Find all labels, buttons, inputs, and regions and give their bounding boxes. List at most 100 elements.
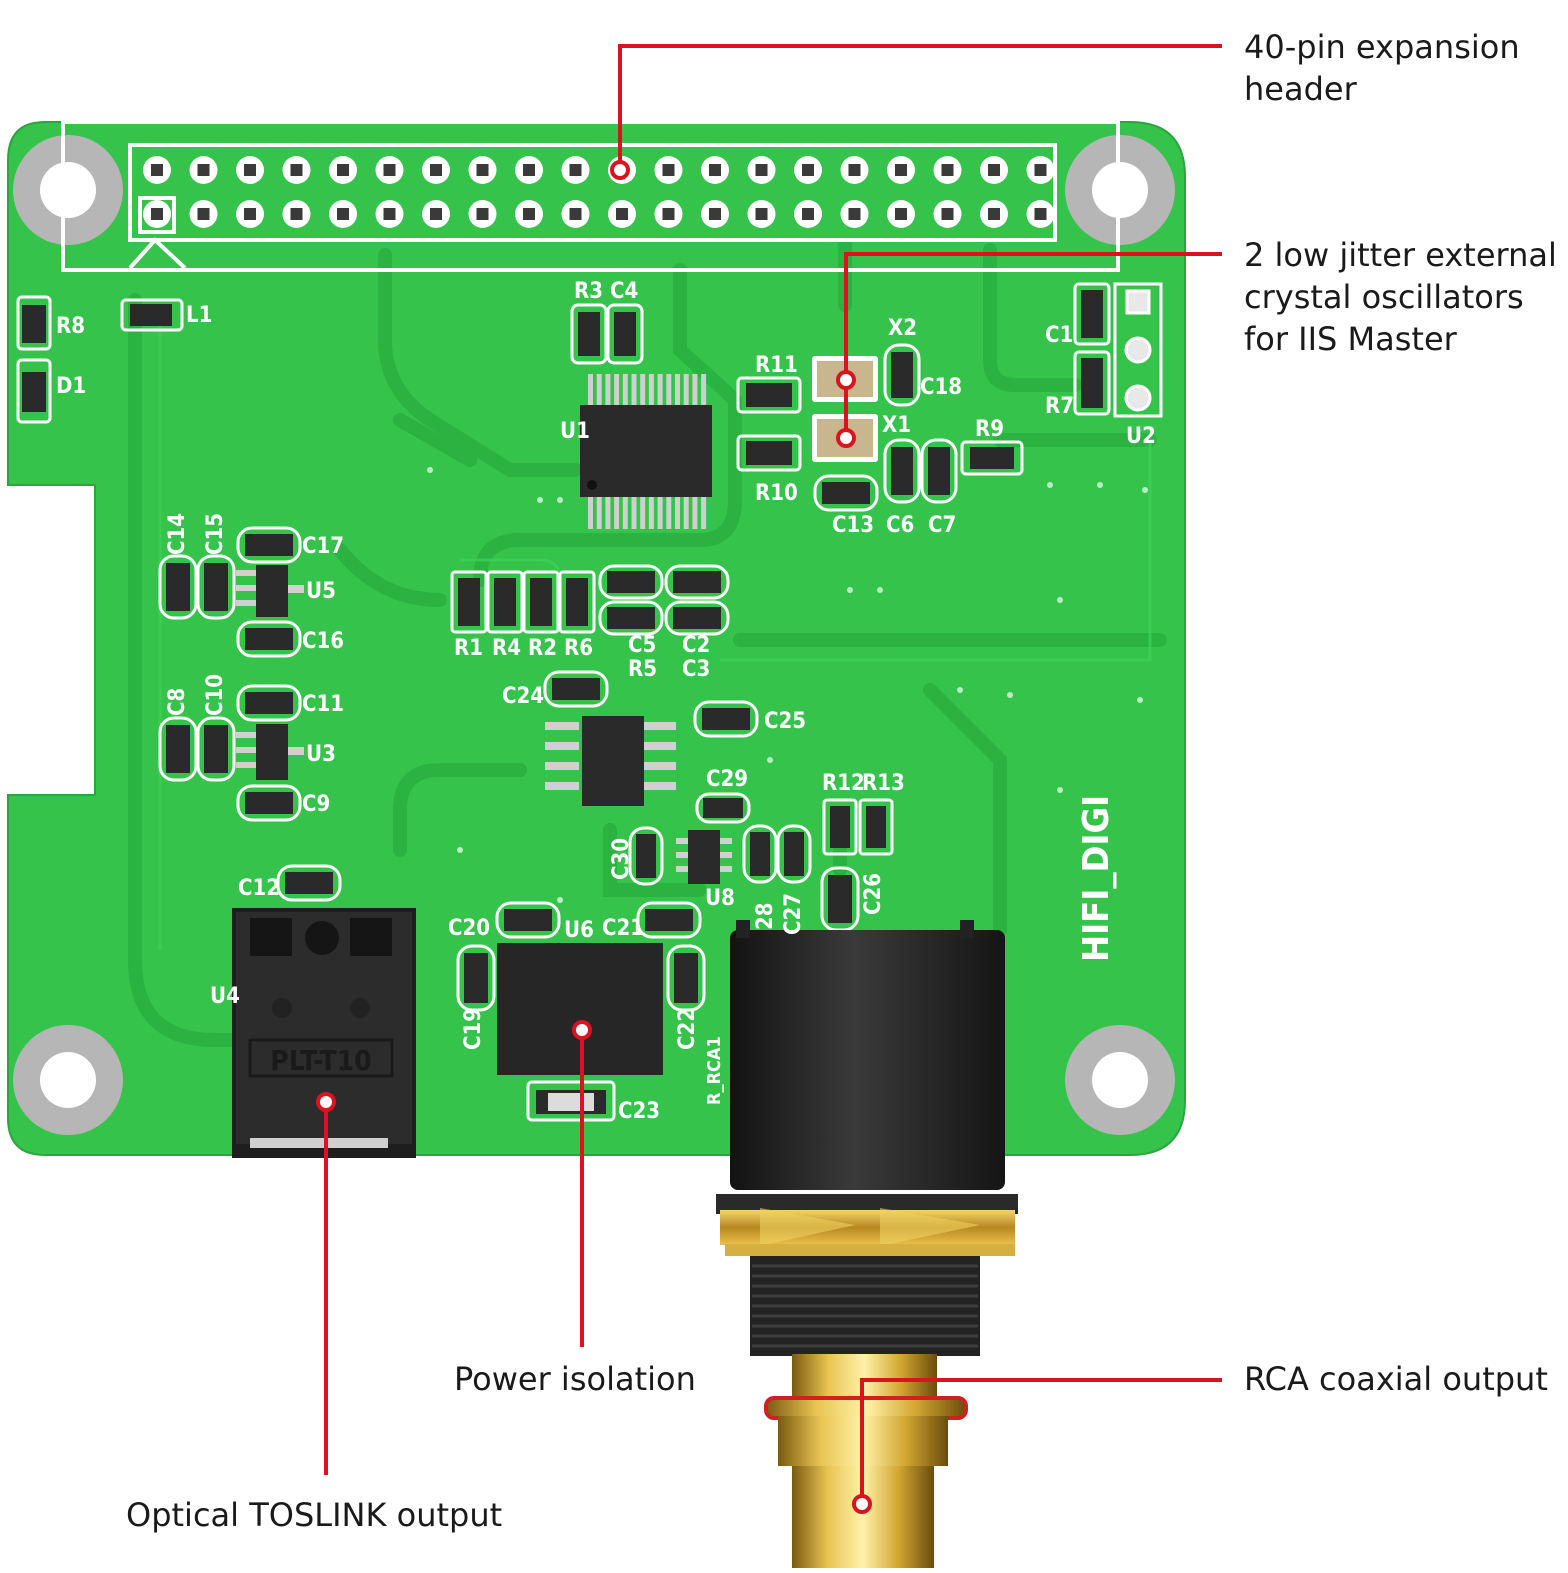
r3-c4-caps <box>570 303 644 365</box>
center-soic-chip <box>545 716 676 806</box>
u1-pin <box>622 497 628 529</box>
callout-rca-line1: RCA coaxial output <box>1244 1360 1548 1398</box>
u1-pin <box>701 374 707 406</box>
u1-pin <box>657 374 663 406</box>
label-c30: C30 <box>609 838 634 880</box>
label-r10: R10 <box>755 481 798 506</box>
header-pin <box>244 164 256 176</box>
callout-gpio-header: 40-pin expansion header <box>1244 26 1520 110</box>
rca-connector <box>716 920 1018 1568</box>
u1-pin <box>614 497 620 529</box>
gpio-header <box>61 120 1120 272</box>
header-pin <box>755 164 768 176</box>
header-pin <box>1034 208 1047 220</box>
header-pin <box>383 164 396 176</box>
label-c9: C9 <box>302 792 330 817</box>
header-pin <box>430 208 442 220</box>
header-pin <box>476 208 489 220</box>
c23-cap <box>536 1090 606 1114</box>
header-pin <box>430 164 442 176</box>
label-c26: C26 <box>861 873 886 915</box>
label-r12: R12 <box>822 771 865 796</box>
header-pin <box>662 164 675 176</box>
label-x2: X2 <box>888 316 917 341</box>
label-c24: C24 <box>502 684 544 709</box>
pcb-traces <box>128 238 1167 1047</box>
r11-r10 <box>736 376 802 472</box>
callout-gpio-line2: header <box>1244 70 1357 108</box>
label-c19: C19 <box>461 1008 486 1050</box>
u1-pin <box>683 374 689 406</box>
resistor-array <box>450 564 759 738</box>
header-pin <box>290 164 303 176</box>
label-r11: R11 <box>755 353 798 378</box>
header-pin <box>337 208 349 220</box>
label-c29: C29 <box>706 767 748 792</box>
header-pin <box>755 208 768 220</box>
callout-gpio-line1: 40-pin expansion <box>1244 28 1520 66</box>
label-u8: U8 <box>705 886 735 911</box>
header-pin <box>197 164 210 176</box>
label-c11: C11 <box>302 692 344 717</box>
callout-markers <box>316 160 872 1514</box>
label-c27: C27 <box>781 893 806 935</box>
label-u3: U3 <box>306 742 336 767</box>
u1-pin <box>692 374 698 406</box>
label-c1: C1 <box>1045 323 1073 348</box>
label-c21: C21 <box>602 916 644 941</box>
header-pin <box>802 164 814 176</box>
header-pin <box>244 208 256 220</box>
label-u5: U5 <box>306 579 336 604</box>
u1-pin <box>614 374 620 406</box>
label-u4: U4 <box>210 984 240 1009</box>
label-c16: C16 <box>302 629 344 654</box>
u1-pin <box>666 497 672 529</box>
label-d1: D1 <box>56 374 86 399</box>
pcb-board <box>7 121 1186 1156</box>
u8-pins <box>676 830 732 884</box>
header-pin <box>895 208 907 220</box>
callout-rca-output: RCA coaxial output <box>1244 1358 1548 1400</box>
label-c12: C12 <box>238 876 280 901</box>
label-u6: U6 <box>564 918 594 943</box>
callout-toslink-output: Optical TOSLINK output <box>126 1494 502 1536</box>
header-pin <box>337 164 349 176</box>
label-c6: C6 <box>886 513 914 538</box>
u1-pin <box>588 497 593 529</box>
header-pin <box>569 164 582 176</box>
label-r13: R13 <box>862 771 905 796</box>
header-pin <box>151 164 163 176</box>
callout-power-line1: Power isolation <box>454 1360 696 1398</box>
header-pin <box>802 208 814 220</box>
left-regulators <box>158 526 302 822</box>
label-c3: C3 <box>682 657 710 682</box>
header-pin <box>709 164 721 176</box>
silkscreen-labels: R8 D1 L1 R3 C4 U1 R11 R10 X2 X1 C18 C13 … <box>56 279 1156 1124</box>
u1-chip <box>580 374 712 529</box>
label-c15: C15 <box>203 513 228 555</box>
label-u2: U2 <box>1126 424 1156 449</box>
u1-pin <box>596 497 602 529</box>
r8-resistor <box>16 295 52 351</box>
label-rca: R_RCA1 <box>704 1036 725 1105</box>
label-r2: R2 <box>528 636 557 661</box>
u1-pin <box>675 374 680 406</box>
label-c14: C14 <box>165 513 190 555</box>
label-r6: R6 <box>564 636 593 661</box>
header-pin <box>848 164 861 176</box>
label-r7: R7 <box>1045 394 1074 419</box>
header-pin <box>476 164 489 176</box>
header-pin <box>662 208 675 220</box>
c12-cap <box>276 864 342 902</box>
u1-pin <box>648 497 654 529</box>
u1-pin <box>596 374 602 406</box>
u1-pin <box>622 374 628 406</box>
label-c22: C22 <box>675 1008 700 1050</box>
label-l1: L1 <box>186 303 212 328</box>
toslink-part-label: PLT-T10 <box>270 1044 372 1077</box>
header-pin <box>988 164 1000 176</box>
u1-pin <box>666 374 672 406</box>
u1-pin <box>640 374 646 406</box>
